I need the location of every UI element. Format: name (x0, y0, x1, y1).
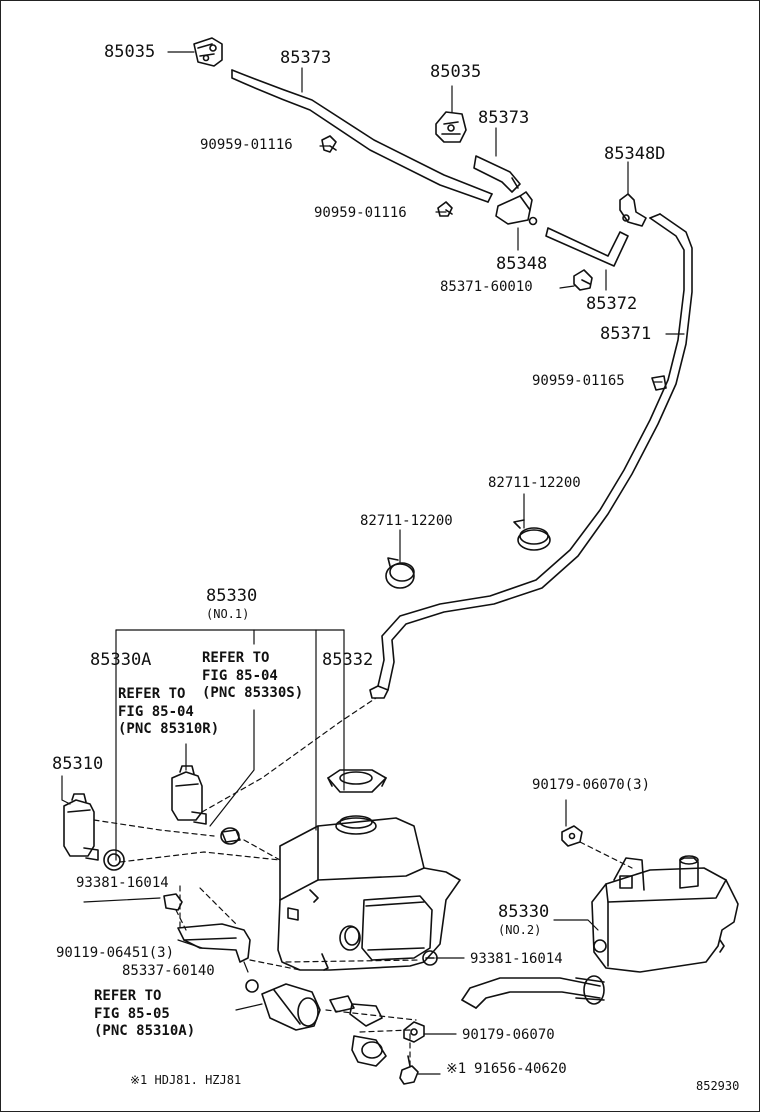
clamp-82711-a (513, 519, 551, 551)
grommet-93381-a (103, 849, 125, 871)
refer-note-85310a: REFER TO FIG 85-05 (PNC 85310A) (94, 988, 195, 1041)
label-85348d: 85348D (604, 144, 666, 164)
clip-90959-a (321, 135, 337, 153)
nut-90179-b (403, 1021, 425, 1043)
label-85330a: 85330A (90, 650, 152, 670)
hose-85372 (545, 227, 629, 267)
tank-85330-no1 (277, 815, 461, 971)
figure-id: 852930 (696, 1079, 740, 1093)
label-91656: 91656-40620 (474, 1061, 567, 1077)
label-90959-c: 90959-01165 (532, 373, 625, 389)
refer-note-line: REFER TO (202, 650, 270, 666)
label-82711-b: 82711-12200 (360, 513, 453, 529)
label-90959-b: 90959-01116 (314, 205, 407, 221)
label-91656-mark: ※1 (446, 1061, 467, 1077)
label-85372: 85372 (586, 294, 638, 314)
bolt-90179-a (561, 825, 583, 847)
label-93381-b: 93381-16014 (470, 951, 563, 967)
pump-85310-b (171, 765, 207, 825)
hose-85373-short (473, 155, 521, 193)
footnote: ※1 HDJ81. HZJ81 (130, 1073, 242, 1087)
hose-85373-long (231, 69, 493, 203)
leader-lines (61, 51, 685, 1075)
label-85348: 85348 (496, 254, 548, 274)
label-85332: 85332 (322, 650, 374, 670)
grommet-85330a (220, 827, 241, 845)
label-85330-b: 85330 (498, 902, 550, 922)
nozzle-85035-b (435, 111, 467, 143)
label-85371-60010: 85371-60010 (440, 279, 533, 295)
refer-note-line: REFER TO (118, 686, 186, 702)
refer-note-line: REFER TO (94, 988, 162, 1004)
dashed-lines (93, 697, 633, 1069)
nozzle-85035-a (193, 37, 223, 67)
joint-85348 (495, 191, 538, 226)
clip-90959-b (437, 201, 453, 217)
refer-note-85330s: REFER TO FIG 85-04 (PNC 85330S) (202, 650, 303, 703)
label-85330-no1: (NO.1) (206, 607, 250, 621)
clamp-82711-b (385, 557, 415, 589)
pump-85310 (63, 793, 99, 861)
refer-note-line: FIG 85-04 (118, 703, 194, 720)
hose-85371 (369, 213, 693, 699)
refer-note-line: FIG 85-04 (202, 667, 278, 684)
hose-tank2 (461, 975, 605, 1009)
label-82711-a: 82711-12200 (488, 475, 581, 491)
label-85373-b: 85373 (478, 108, 530, 128)
refer-note-line: (PNC 85330S) (202, 685, 304, 701)
label-85330: 85330 (206, 586, 258, 606)
label-90179-b: 90179-06070 (462, 1027, 555, 1043)
tank-85330-no2 (591, 855, 739, 973)
label-85035-b: 85035 (430, 62, 482, 82)
label-85371: 85371 (600, 324, 652, 344)
label-90119: 90119-06451(3) (56, 945, 175, 961)
elbow-85348d (619, 193, 647, 227)
bolt-91656 (399, 1055, 419, 1085)
refer-note-line: (PNC 85310R) (118, 721, 220, 737)
bracket-85337 (177, 923, 251, 963)
label-85337: 85337-60140 (122, 963, 215, 979)
label-90179-a: 90179-06070(3) (532, 777, 651, 793)
label-85035-a: 85035 (104, 42, 156, 62)
clip-85371-60010 (573, 269, 593, 291)
label-90959-a: 90959-01116 (200, 137, 293, 153)
leader-bracket-85330 (115, 629, 345, 861)
refer-note-85310r: REFER TO FIG 85-04 (PNC 85310R) (118, 686, 219, 739)
refer-note-line: (PNC 85310A) (94, 1023, 196, 1039)
label-85330-no2: (NO.2) (498, 923, 542, 937)
refer-note-line: FIG 85-05 (94, 1005, 170, 1022)
grommet-93381-b (422, 950, 438, 966)
bolt-90119 (163, 893, 183, 911)
label-93381-a: 93381-16014 (76, 875, 169, 891)
label-85310: 85310 (52, 754, 104, 774)
cap-85332 (327, 769, 387, 793)
pump-lower (245, 979, 387, 1067)
clip-90959-c (651, 375, 667, 391)
label-85373-a: 85373 (280, 48, 332, 68)
